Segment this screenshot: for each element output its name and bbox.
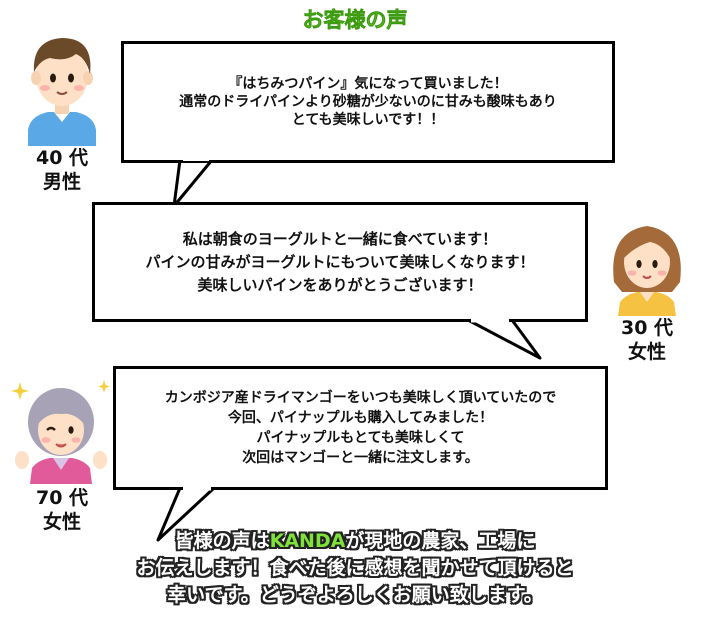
footer-line-1-before: 皆様の声は: [174, 530, 270, 552]
testimonial-3-line-4: 次回はマンゴーと一緒に注文します。: [242, 450, 479, 466]
testimonial-3-bubble: カンボジア産ドライマンゴーをいつも美味しく頂いていたので 今回、パイナップルも購…: [113, 366, 608, 490]
brand-name: KANDA: [269, 530, 346, 552]
page-title: お客様の声: [0, 3, 710, 35]
testimonial-1-bubble: 『はちみつパイン』気になって買いました！ 通常のドライパインより砂糖が少ないのに…: [121, 41, 615, 163]
testimonial-2-line-1: 私は朝食のヨーグルトと一緒に食べています！: [182, 229, 498, 248]
female-70s-avatar-icon: [11, 380, 110, 484]
testimonial-1-age: 40 代: [35, 147, 89, 169]
testimonial-3-line-1: カンボジア産ドライマンゴーをいつも美味しく頂いていたので: [164, 390, 557, 406]
testimonial-2-bubble: 私は朝食のヨーグルトと一緒に食べています！ パインの甘みがヨーグルトにもついて美…: [92, 202, 588, 322]
testimonial-2-age: 30 代: [620, 317, 674, 339]
footer-line-2: お伝えします！食べた後に感想を聞かせて頂けると: [136, 557, 574, 579]
testimonial-3-gender: 女性: [42, 511, 81, 533]
testimonial-1-line-2: 通常のドライパインより砂糖が少ないのに甘みも酸味もあり: [179, 94, 557, 110]
male-40s-avatar-icon: [28, 38, 96, 146]
footer-line-1-after: が現地の農家、工場に: [345, 530, 536, 552]
testimonial-2-line-2: パインの甘みがヨーグルトにもついて美味しくなります！: [145, 252, 535, 271]
testimonial-1-line-1: 『はちみつパイン』気になって買いました！: [228, 76, 508, 92]
testimonial-3-line-3: パイナップルもとても美味しくて: [256, 430, 465, 446]
female-30s-avatar-icon: [613, 226, 681, 316]
testimonial-2-person-label: 30 代 女性: [606, 316, 688, 364]
testimonial-1-person-label: 40 代 男性: [20, 146, 104, 194]
testimonial-2-gender: 女性: [627, 341, 666, 363]
testimonial-1-line-3: とても美味しいです！！: [291, 112, 445, 128]
testimonial-1-gender: 男性: [42, 171, 81, 193]
testimonial-3-person-label: 70 代 女性: [20, 486, 104, 534]
footer-line-3: 幸いです。どうぞよろしくお願い致します。: [167, 584, 543, 606]
footer-line-1: 皆様の声はKANDAが現地の農家、工場に: [60, 528, 650, 555]
testimonial-3-line-2: 今回、パイナップルも購入してみました！: [227, 410, 494, 426]
footer-message: 皆様の声はKANDAが現地の農家、工場に お伝えします！食べた後に感想を聞かせて…: [60, 528, 650, 609]
testimonial-2-line-3: 美味しいパインをありがとうございます！: [197, 275, 483, 294]
page-title-text: お客様の声: [302, 8, 408, 33]
testimonial-3-age: 70 代: [35, 487, 89, 509]
